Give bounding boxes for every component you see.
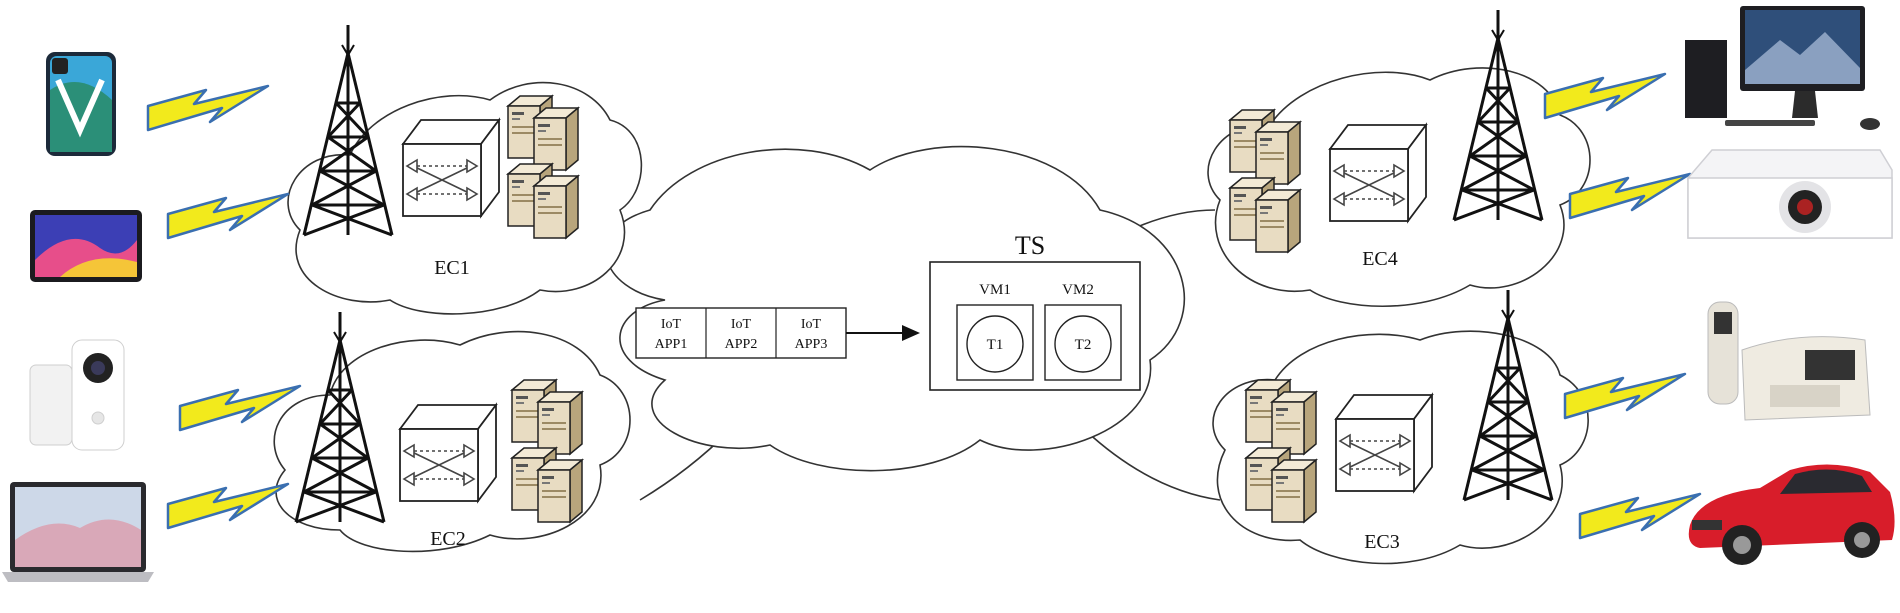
ec3-cloud: EC3 (1212, 330, 1589, 565)
laptop-icon (2, 482, 154, 582)
car-icon (1688, 464, 1895, 565)
wireless-link-icon (166, 482, 290, 530)
iot-app-3: IoT APP3 (795, 317, 828, 352)
ts-server-box: VM1 T1 VM2 T2 (929, 261, 1141, 391)
iot-app-1: IoT APP1 (655, 317, 688, 352)
iot-app-1-line1: IoT (661, 317, 682, 332)
ec4-cloud: EC4 (1207, 67, 1591, 308)
ec1-label: EC1 (434, 257, 470, 279)
vm-1: VM1 T1 (956, 282, 1034, 381)
iot-app-2-line2: APP2 (725, 337, 758, 352)
iot-app-1-line2: APP1 (655, 337, 688, 352)
dispatch-arrow (846, 325, 920, 341)
ec2-label: EC2 (430, 528, 466, 550)
vm-2: VM2 T2 (1044, 282, 1122, 381)
cordless-phone-icon (1707, 301, 1871, 421)
ec2-cloud: EC2 (273, 330, 631, 553)
wireless-link-icon (1568, 172, 1692, 220)
tablet-icon (30, 210, 142, 282)
wireless-link-icon (166, 192, 290, 240)
wireless-link-icon (1578, 492, 1702, 540)
ec4-label: EC4 (1362, 248, 1398, 270)
task-t1: T1 (987, 337, 1004, 353)
ts-label: TS (1015, 231, 1045, 260)
wireless-link-icon (146, 84, 270, 132)
vm-1-label: VM1 (979, 282, 1011, 298)
iot-app-queue: IoT APP1 IoT APP2 IoT APP3 (635, 307, 847, 359)
projector-icon (1687, 149, 1893, 239)
iot-app-3-line2: APP3 (795, 337, 828, 352)
iot-app-2: IoT APP2 (725, 317, 758, 352)
task-t2: T2 (1075, 337, 1092, 353)
ec1-cloud: EC1 (287, 81, 643, 315)
smartphone-icon (46, 52, 116, 156)
vm-2-label: VM2 (1062, 282, 1094, 298)
iot-app-3-line1: IoT (801, 317, 822, 332)
wireless-link-icon (1543, 72, 1667, 120)
iot-app-2-line1: IoT (731, 317, 752, 332)
desktop-computer-icon (1685, 6, 1880, 130)
video-doorbell-icon (29, 339, 125, 451)
wireless-link-icon (1563, 372, 1687, 420)
ec3-label: EC3 (1364, 531, 1400, 553)
